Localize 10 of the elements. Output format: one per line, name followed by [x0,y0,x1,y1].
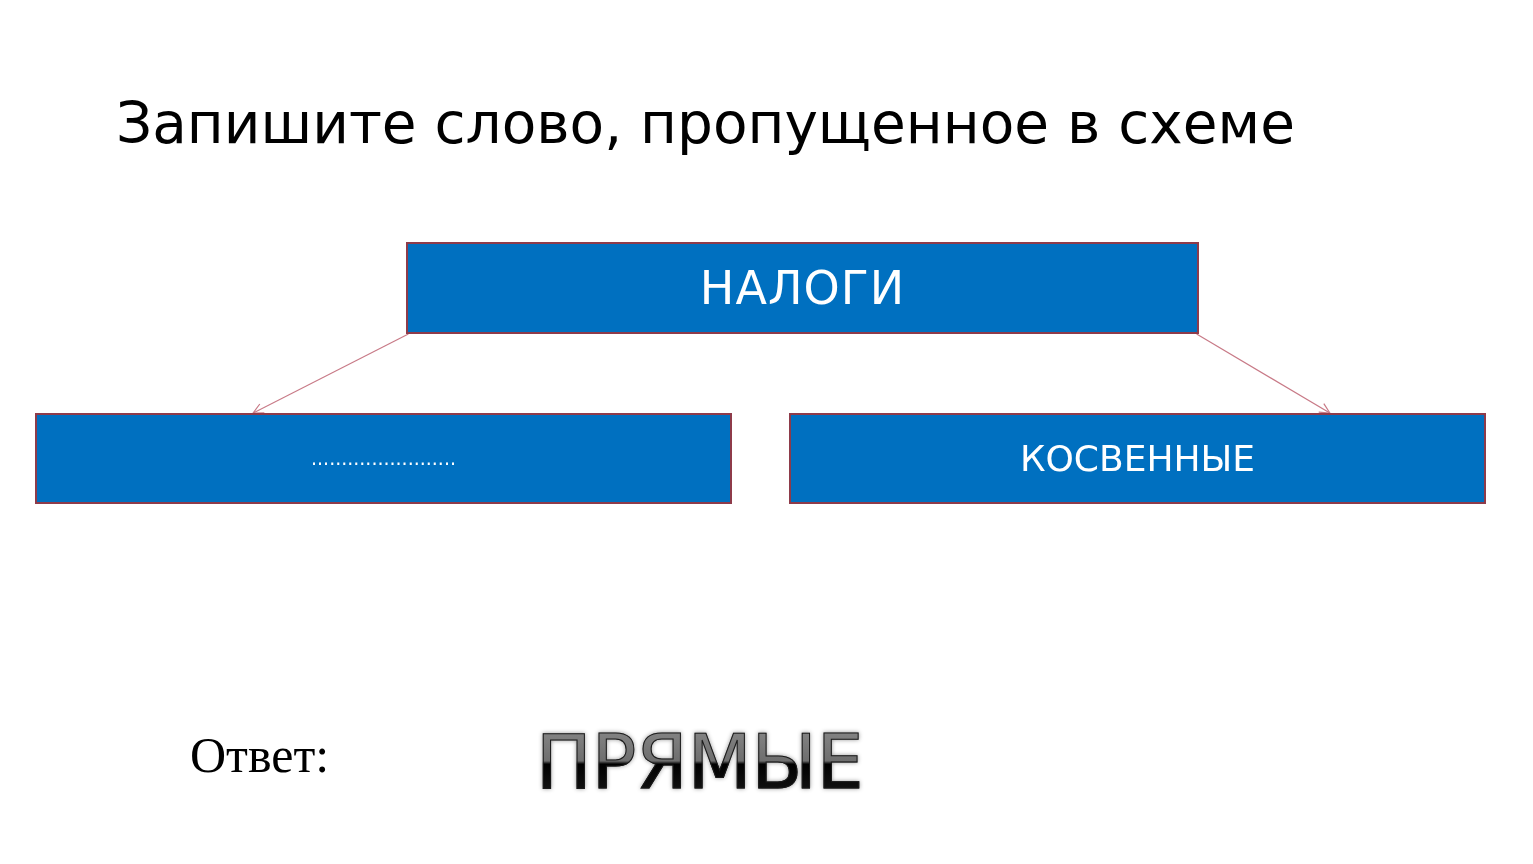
slide-title: Запишите слово, пропущенное в схеме [116,92,1295,157]
node-label: КОСВЕННЫЕ [1019,438,1256,479]
arrow [1196,333,1331,414]
category-box [789,413,1486,504]
fill-in-line: ........................ [311,448,456,469]
blank-box [35,413,732,504]
arrow [252,333,409,414]
category-box [406,242,1199,334]
answer-label: Ответ: [190,728,330,783]
node-label: НАЛОГИ [699,262,906,314]
